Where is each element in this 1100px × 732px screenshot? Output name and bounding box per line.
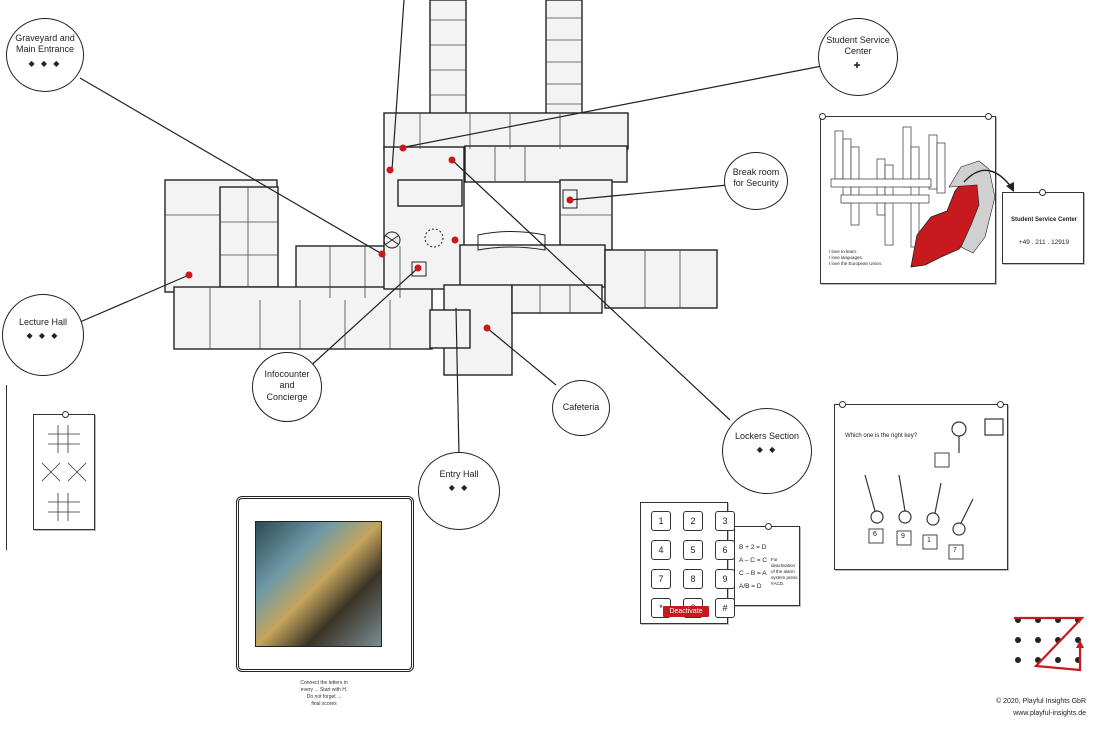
partial-panel [0,385,7,550]
tictactoe-card[interactable] [33,411,95,530]
key-tag: 6 [873,531,877,538]
pin-icon [997,401,1004,408]
cipher-line: every ... Start with H. [300,687,348,693]
icon-row: ◆ ◆ [448,483,470,493]
cipher-line: Connect the letters in [300,680,348,686]
key-5[interactable]: 5 [683,540,703,560]
keypad-panel: 1 2 3 4 5 6 7 8 9 * 0 # Deactivate [640,502,735,624]
equation-line: B + 2 = D [739,544,767,551]
equation-line: A/B = D [739,583,762,590]
cipher-note: Connect the letters in every ... Start w… [284,680,364,716]
callout-label: Infocounter and Concierge [264,369,310,402]
picture-frame[interactable] [236,496,414,672]
arrow-icon [963,169,1014,192]
callout-graveyard[interactable]: Graveyard and Main Entrance ◆ ◆ ◆ [6,18,84,92]
location-markers [185,144,574,332]
connector-lines [79,0,823,456]
note-line: I love languages. [829,255,864,260]
key-9[interactable]: 9 [715,569,735,589]
deactivate-button[interactable]: Deactivate [663,606,709,617]
callout-label: Lockers Section [734,431,800,441]
icon-row: ◆ ◆ [756,445,778,455]
icon-row: ◆ ◆ ◆ [26,331,60,341]
icon-row: ✚ [853,60,863,70]
key-tag: 7 [953,547,957,554]
photo [255,521,382,647]
equation-note: For deactivation of the alarm system pre… [771,557,798,586]
footer-url[interactable]: www.playful-insights.de [1013,710,1086,717]
pin-icon [819,113,826,120]
callout-label: Cafeteria [562,402,600,412]
key-2[interactable]: 2 [683,511,703,531]
callout-lecture-hall[interactable]: Lecture Hall ◆ ◆ ◆ [2,294,84,376]
service-card-phone: +49 . 211 . 12919 [1018,239,1070,246]
pin-icon [1039,189,1046,196]
service-card-title: Student Service Center [1010,217,1078,223]
note-line: I love the European Union. [829,261,883,266]
cipher-line: final scores [311,701,337,707]
key-8[interactable]: 8 [683,569,703,589]
note-line: I love to learn. [829,249,858,254]
equation-line: A – C = C [739,557,767,564]
callout-cafeteria[interactable]: Cafeteria [552,380,610,436]
key-question: Which one is the right key? [845,433,918,439]
key-hash[interactable]: # [715,598,735,618]
europe-crossword-card[interactable]: I love to learn. I love languages. I lov… [819,113,996,284]
callout-break-room[interactable]: Break room for Security [724,152,788,210]
keys-illustration [864,418,1004,560]
equation-card[interactable]: B + 2 = D A – C = C C – B = A A/B = D Fo… [734,523,800,606]
student-service-card[interactable]: Student Service Center +49 . 211 . 12919 [1002,189,1084,264]
key-7[interactable]: 7 [651,569,671,589]
crossword-grid [830,126,996,268]
cipher-line: Do not forget ... [306,694,342,700]
callout-student-service[interactable]: Student Service Center ✚ [818,18,898,96]
callout-entry-hall[interactable]: Entry Hall ◆ ◆ [418,452,500,530]
keypad-grid: 1 2 3 4 5 6 7 8 9 * 0 # [651,511,735,618]
key-6[interactable]: 6 [715,540,735,560]
callout-label: Entry Hall [439,469,479,479]
key-1[interactable]: 1 [651,511,671,531]
callout-lockers[interactable]: Lockers Section ◆ ◆ [722,408,812,494]
key-tag: 9 [901,533,905,540]
callout-label: Graveyard and Main Entrance [15,33,75,55]
playful-insights-logo [1014,616,1084,672]
icon-row: ◆ ◆ ◆ [28,58,62,68]
callout-label: Student Service Center [826,35,890,57]
pin-icon [765,523,772,530]
tictactoe-grids [41,425,87,521]
key-tag: 1 [927,537,931,544]
key-puzzle-card[interactable]: Which one is the right key? 6 9 1 7 [834,401,1008,570]
pin-icon [839,401,846,408]
copyright-text: © 2020, Playful Insights GbR [996,698,1086,705]
equation-line: C – B = A [739,570,767,577]
key-4[interactable]: 4 [651,540,671,560]
pin-icon [62,411,69,418]
pin-icon [985,113,992,120]
key-3[interactable]: 3 [715,511,735,531]
callout-infocounter[interactable]: Infocounter and Concierge [252,352,322,422]
callout-label: Break room for Security [732,167,780,189]
callout-label: Lecture Hall [18,317,68,327]
